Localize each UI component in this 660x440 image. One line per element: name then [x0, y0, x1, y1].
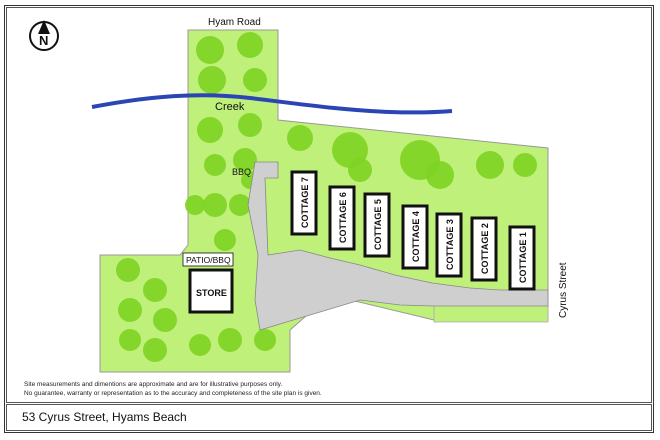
cottage-label: COTTAGE 4	[411, 211, 421, 262]
tree	[218, 328, 242, 352]
tree	[116, 258, 140, 282]
tree	[185, 195, 205, 215]
tree	[513, 153, 537, 177]
tree	[229, 194, 251, 216]
tree	[143, 338, 167, 362]
property-address-caption: 53 Cyrus Street, Hyams Beach	[22, 410, 187, 424]
trees	[116, 32, 537, 362]
tree	[118, 298, 142, 322]
tree	[196, 36, 224, 64]
cottage-label: COTTAGE 1	[518, 232, 528, 283]
caption-frame	[6, 404, 652, 431]
cottage-1: COTTAGE 1	[508, 225, 536, 291]
driveway	[247, 161, 549, 331]
tree	[348, 158, 372, 182]
tree	[237, 32, 263, 58]
cottage-building	[435, 212, 463, 278]
tree	[476, 151, 504, 179]
north-road-label: Hyam Road	[208, 17, 261, 28]
north-letter: N	[39, 33, 48, 48]
patio-bbq-label: PATIO/BBQ	[186, 255, 231, 265]
cottage-label: COTTAGE 3	[445, 219, 455, 270]
tree	[214, 229, 236, 251]
cottages: COTTAGE 7 COTTAGE 6 COTTAGE 5 COTTAGE 4 COTT…	[290, 170, 536, 291]
north-arrow-icon: N	[29, 20, 59, 51]
cottage-label: COTTAGE 2	[480, 223, 490, 274]
cottage-6: COTTAGE 6	[328, 185, 356, 251]
patio-bbq-box	[182, 252, 234, 267]
outer-frame	[4, 5, 654, 433]
tree	[143, 278, 167, 302]
creek-line	[91, 93, 453, 115]
tree	[189, 334, 211, 356]
tree	[233, 148, 257, 172]
tree	[254, 329, 276, 351]
disclaimer-line-1: Site measurements and dimentions are app…	[24, 381, 283, 388]
creek-label: Creek	[215, 101, 245, 113]
cottage-building	[290, 170, 318, 236]
cottage-label: COTTAGE 5	[373, 199, 383, 250]
disclaimer-line-2: No guarantee, warranty or representation…	[24, 390, 322, 397]
cottage-5: COTTAGE 5	[363, 192, 391, 258]
east-road-label: Cyrus Street	[558, 262, 569, 318]
cottage-building	[470, 216, 498, 282]
tree	[198, 66, 226, 94]
cottage-building	[401, 204, 429, 270]
store-label: STORE	[196, 288, 227, 298]
tree	[238, 113, 262, 137]
tree	[204, 154, 226, 176]
cottage-building	[363, 192, 391, 258]
tree	[203, 193, 227, 217]
store-building	[188, 268, 234, 314]
tree	[119, 329, 141, 351]
cottage-2: COTTAGE 2	[470, 216, 498, 282]
cottage-building	[508, 225, 536, 291]
tree	[153, 308, 177, 332]
cottage-label: COTTAGE 6	[338, 192, 348, 243]
cottage-label: COTTAGE 7	[300, 177, 310, 228]
cottage-building	[328, 185, 356, 251]
bbq-label: BBQ	[232, 167, 251, 177]
tree	[287, 125, 313, 151]
tree	[197, 117, 223, 143]
cottage-4: COTTAGE 4	[401, 204, 429, 270]
tree	[426, 161, 454, 189]
cottage-3: COTTAGE 3	[435, 212, 463, 278]
cottage-7: COTTAGE 7	[290, 170, 318, 236]
tree	[243, 68, 267, 92]
site-plan-frame	[6, 7, 652, 403]
